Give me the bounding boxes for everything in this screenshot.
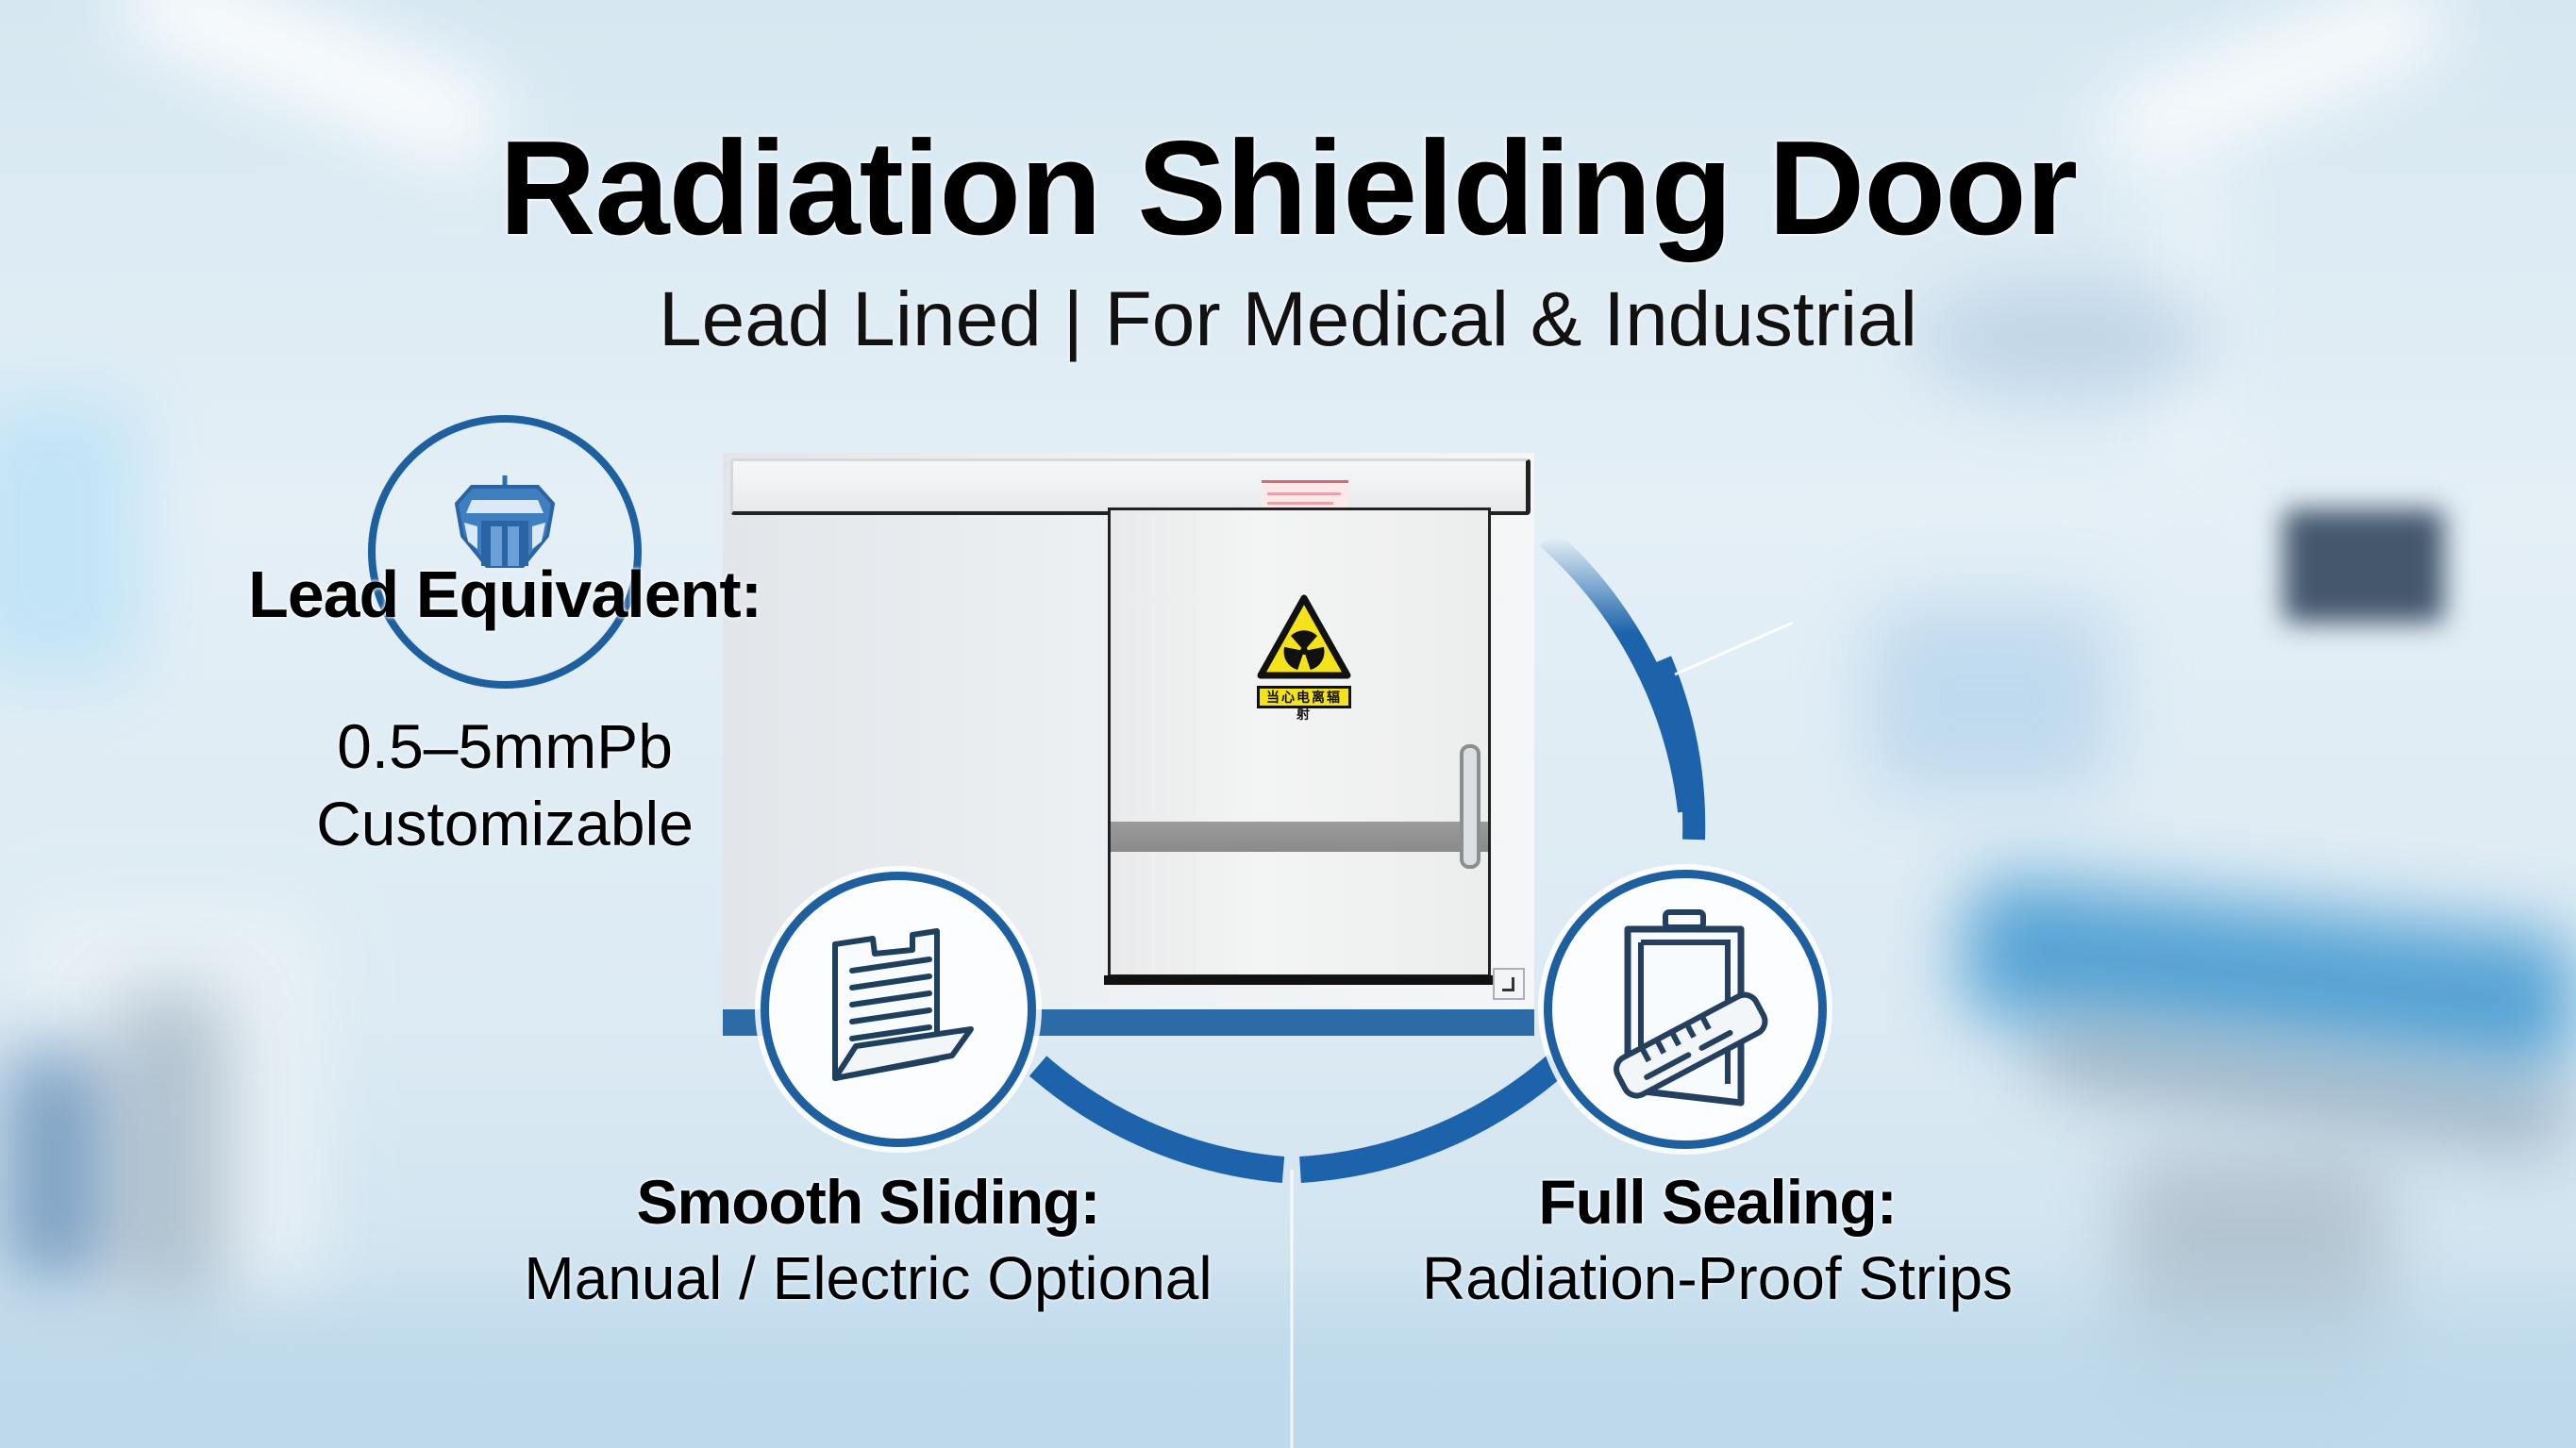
radiation-warning-icon bbox=[1257, 594, 1351, 679]
feature-title-lead-equivalent: Lead Equivalent: bbox=[247, 558, 762, 631]
door-leaf bbox=[1108, 508, 1491, 977]
lead-equivalent-badge bbox=[368, 415, 642, 689]
lead-customizable-note: Customizable bbox=[316, 789, 694, 858]
window bbox=[0, 396, 142, 679]
radiation-warning-sign: 当心电离辐射 bbox=[1257, 594, 1351, 722]
page-subtitle: Lead Lined | For Medical & Industrial bbox=[658, 276, 1918, 362]
protective-bumper-strip bbox=[1111, 822, 1488, 852]
feature-desc-full-sealing: Radiation-Proof Strips bbox=[1421, 1244, 2014, 1312]
feature-desc-smooth-sliding: Manual / Electric Optional bbox=[524, 1244, 1213, 1312]
door-track-housing bbox=[730, 458, 1531, 515]
surgical-lamp bbox=[1915, 283, 2217, 396]
medical-monitor bbox=[2283, 509, 2444, 623]
full-sealing-badge bbox=[1544, 870, 1827, 1149]
lead-shield-building-icon bbox=[454, 475, 556, 568]
feature-title-smooth-sliding: Smooth Sliding: bbox=[636, 1167, 1101, 1237]
clipboard-ruler-icon bbox=[1614, 909, 1768, 1107]
lead-range-value: 0.5–5mmPb bbox=[337, 711, 673, 781]
door-handle bbox=[1460, 744, 1480, 869]
floor bbox=[0, 1302, 2576, 1448]
feature-title-full-sealing: Full Sealing: bbox=[1538, 1167, 1897, 1237]
wall-switch bbox=[1493, 968, 1525, 1000]
smooth-sliding-badge bbox=[761, 872, 1036, 1147]
equipment-shelf bbox=[1868, 604, 2114, 792]
warning-sign-label: 当心电离辐射 bbox=[1257, 686, 1351, 722]
feature-desc-lead-equivalent: 0.5–5mmPb Customizable bbox=[226, 707, 783, 862]
page-title: Radiation Shielding Door bbox=[498, 113, 2078, 263]
medical-cabinet-side bbox=[113, 990, 226, 1321]
document-folder-icon bbox=[832, 928, 974, 1081]
medical-cabinet-panel bbox=[0, 1047, 113, 1292]
door-bottom-seal bbox=[1104, 975, 1495, 985]
